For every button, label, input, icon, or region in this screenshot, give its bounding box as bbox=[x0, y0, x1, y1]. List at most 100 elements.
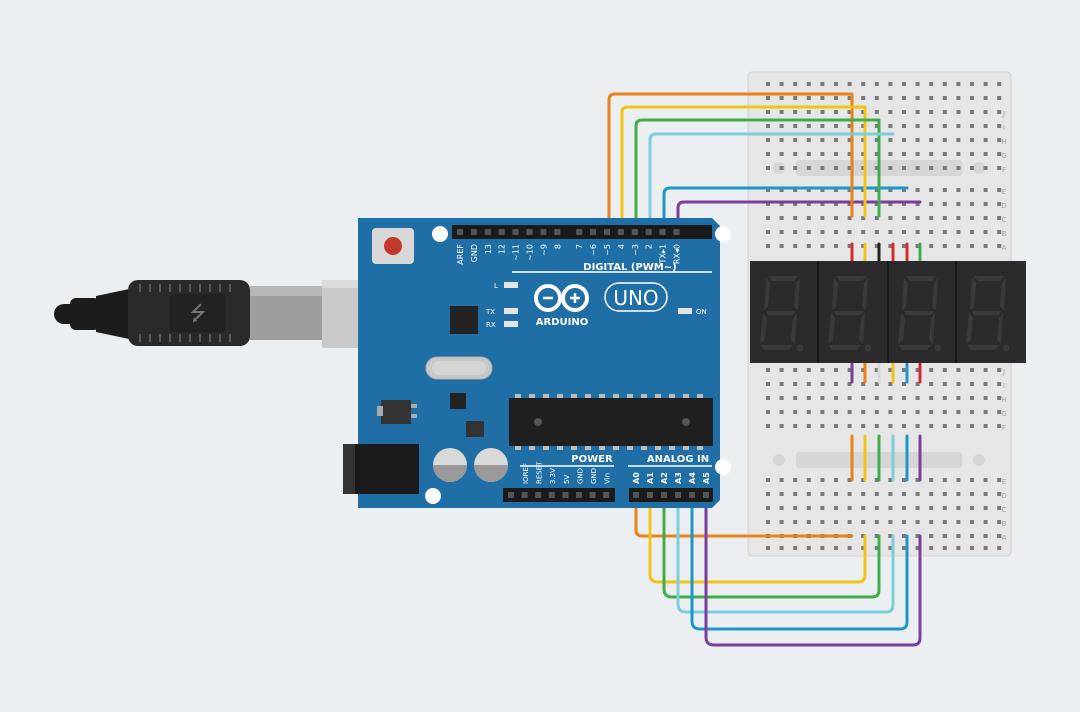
breadboard-hole[interactable] bbox=[820, 124, 825, 128]
breadboard-hole[interactable] bbox=[929, 382, 934, 386]
breadboard-hole[interactable] bbox=[915, 424, 920, 428]
breadboard-hole[interactable] bbox=[902, 188, 906, 192]
analog-pin-socket[interactable] bbox=[661, 492, 667, 498]
breadboard-hole[interactable] bbox=[915, 534, 920, 538]
breadboard-hole[interactable] bbox=[874, 492, 879, 496]
breadboard-hole[interactable] bbox=[847, 368, 852, 372]
breadboard-hole[interactable] bbox=[861, 368, 866, 372]
breadboard-hole[interactable] bbox=[766, 202, 770, 206]
breadboard-hole[interactable] bbox=[915, 506, 920, 510]
breadboard-hole[interactable] bbox=[970, 152, 974, 156]
breadboard-hole[interactable] bbox=[902, 506, 906, 510]
breadboard-hole[interactable] bbox=[793, 546, 798, 550]
breadboard-hole[interactable] bbox=[834, 166, 838, 170]
breadboard-hole[interactable] bbox=[874, 520, 879, 524]
breadboard-hole[interactable] bbox=[847, 478, 852, 482]
breadboard-hole[interactable] bbox=[861, 96, 866, 100]
breadboard-hole[interactable] bbox=[820, 202, 825, 206]
breadboard-hole[interactable] bbox=[820, 230, 825, 234]
breadboard-hole[interactable] bbox=[766, 152, 770, 156]
breadboard-hole[interactable] bbox=[983, 478, 988, 482]
breadboard-hole[interactable] bbox=[834, 424, 838, 428]
power-pin-socket[interactable] bbox=[603, 492, 610, 498]
breadboard-hole[interactable] bbox=[929, 368, 934, 372]
breadboard-hole[interactable] bbox=[847, 96, 852, 100]
breadboard-hole[interactable] bbox=[806, 216, 811, 220]
breadboard-hole[interactable] bbox=[806, 230, 811, 234]
breadboard-hole[interactable] bbox=[766, 216, 770, 220]
breadboard-hole[interactable] bbox=[861, 410, 866, 414]
breadboard-hole[interactable] bbox=[834, 230, 838, 234]
breadboard-hole[interactable] bbox=[956, 216, 961, 220]
breadboard-hole[interactable] bbox=[861, 138, 866, 142]
breadboard-hole[interactable] bbox=[820, 506, 825, 510]
breadboard-hole[interactable] bbox=[793, 520, 798, 524]
breadboard-hole[interactable] bbox=[929, 396, 934, 400]
breadboard-hole[interactable] bbox=[834, 138, 838, 142]
breadboard-hole[interactable] bbox=[847, 492, 852, 496]
breadboard-hole[interactable] bbox=[779, 410, 784, 414]
breadboard-hole[interactable] bbox=[793, 382, 798, 386]
breadboard-hole[interactable] bbox=[847, 410, 852, 414]
breadboard-hole[interactable] bbox=[820, 138, 825, 142]
breadboard-hole[interactable] bbox=[983, 110, 988, 114]
breadboard-hole[interactable] bbox=[956, 382, 961, 386]
breadboard-hole[interactable] bbox=[915, 166, 920, 170]
breadboard-hole[interactable] bbox=[970, 396, 974, 400]
breadboard-hole[interactable] bbox=[779, 492, 784, 496]
breadboard-hole[interactable] bbox=[834, 382, 838, 386]
analog-pin-socket[interactable] bbox=[689, 492, 695, 498]
breadboard-hole[interactable] bbox=[766, 368, 770, 372]
breadboard-hole[interactable] bbox=[793, 492, 798, 496]
breadboard-hole[interactable] bbox=[820, 244, 825, 248]
breadboard-hole[interactable] bbox=[942, 520, 947, 524]
breadboard-hole[interactable] bbox=[766, 124, 770, 128]
breadboard-hole[interactable] bbox=[874, 96, 879, 100]
breadboard-hole[interactable] bbox=[834, 368, 838, 372]
breadboard-hole[interactable] bbox=[779, 396, 784, 400]
breadboard-hole[interactable] bbox=[847, 382, 852, 386]
breadboard-hole[interactable] bbox=[956, 424, 961, 428]
digital-pin-socket[interactable] bbox=[617, 229, 624, 235]
breadboard-hole[interactable] bbox=[820, 546, 825, 550]
breadboard-hole[interactable] bbox=[942, 424, 947, 428]
breadboard-hole[interactable] bbox=[779, 202, 784, 206]
breadboard-hole[interactable] bbox=[793, 188, 798, 192]
breadboard-hole[interactable] bbox=[888, 492, 893, 496]
breadboard-hole[interactable] bbox=[820, 166, 825, 170]
power-pin-socket[interactable] bbox=[576, 492, 582, 498]
breadboard-hole[interactable] bbox=[902, 230, 906, 234]
breadboard-hole[interactable] bbox=[766, 166, 770, 170]
breadboard-hole[interactable] bbox=[766, 546, 770, 550]
power-pin-socket[interactable] bbox=[521, 492, 528, 498]
breadboard-hole[interactable] bbox=[793, 138, 798, 142]
breadboard-hole[interactable] bbox=[970, 110, 974, 114]
digital-pin-socket[interactable] bbox=[512, 229, 519, 235]
breadboard-hole[interactable] bbox=[902, 82, 906, 86]
breadboard-hole[interactable] bbox=[902, 478, 906, 482]
breadboard-hole[interactable] bbox=[820, 152, 825, 156]
breadboard-hole[interactable] bbox=[806, 138, 811, 142]
breadboard-hole[interactable] bbox=[942, 546, 947, 550]
breadboard-hole[interactable] bbox=[902, 492, 906, 496]
breadboard-hole[interactable] bbox=[915, 96, 920, 100]
power-header[interactable] bbox=[503, 488, 615, 502]
breadboard-hole[interactable] bbox=[915, 138, 920, 142]
breadboard-hole[interactable] bbox=[888, 216, 893, 220]
breadboard-hole[interactable] bbox=[861, 520, 866, 524]
breadboard-hole[interactable] bbox=[861, 202, 866, 206]
breadboard-hole[interactable] bbox=[806, 202, 811, 206]
breadboard-hole[interactable] bbox=[888, 138, 893, 142]
digital-pin-socket[interactable] bbox=[554, 229, 561, 235]
digital-pin-socket[interactable] bbox=[590, 229, 597, 235]
breadboard-hole[interactable] bbox=[983, 424, 988, 428]
breadboard-hole[interactable] bbox=[820, 410, 825, 414]
digital-pin-socket[interactable] bbox=[498, 229, 505, 235]
breadboard-hole[interactable] bbox=[970, 534, 974, 538]
breadboard-hole[interactable] bbox=[997, 166, 1002, 170]
breadboard-hole[interactable] bbox=[834, 82, 838, 86]
breadboard-hole[interactable] bbox=[874, 216, 879, 220]
breadboard-hole[interactable] bbox=[929, 546, 934, 550]
breadboard-hole[interactable] bbox=[779, 124, 784, 128]
breadboard-hole[interactable] bbox=[766, 110, 770, 114]
